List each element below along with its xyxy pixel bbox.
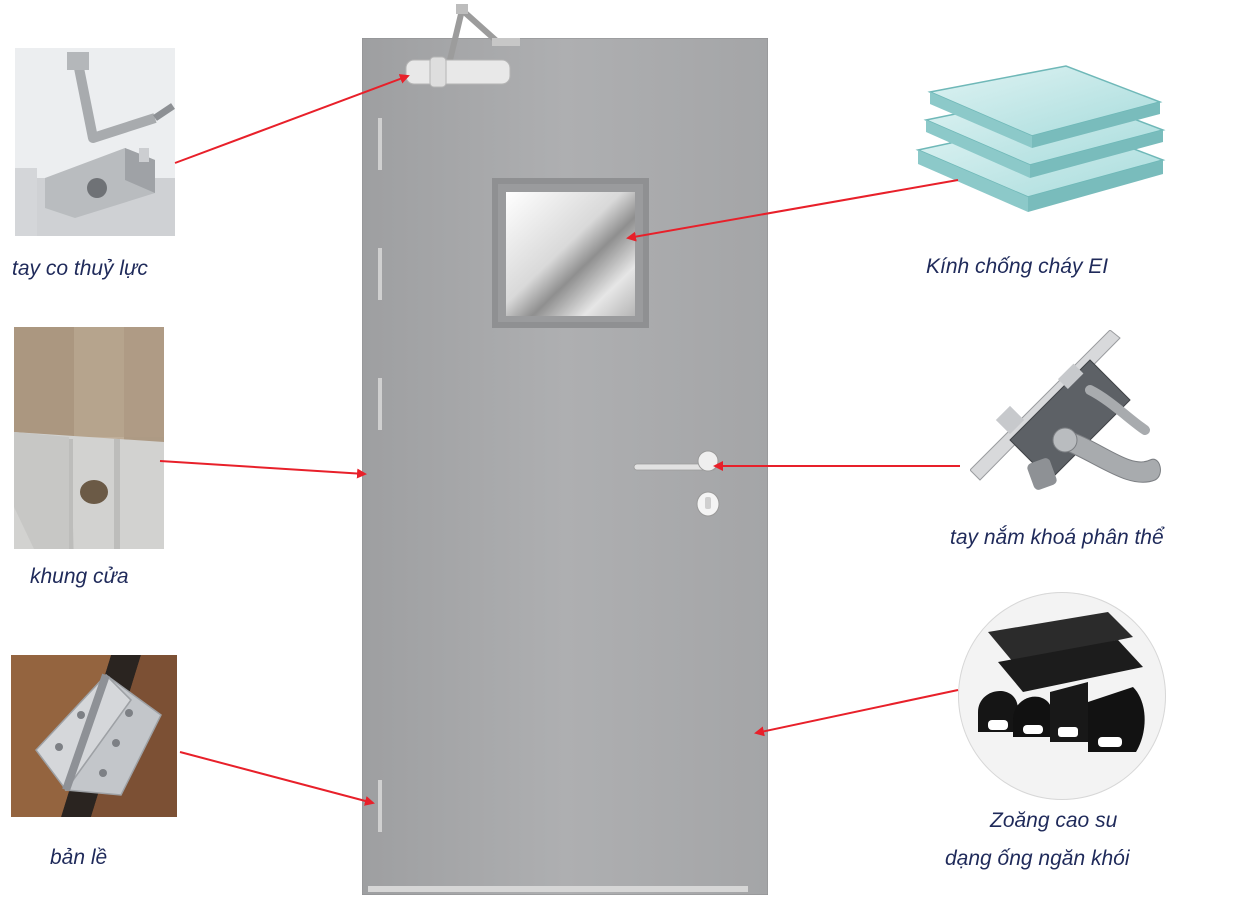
door-frame-image bbox=[14, 327, 164, 549]
door-closer-label: tay co thuỷ lực bbox=[12, 257, 148, 280]
door bbox=[362, 38, 768, 895]
arrow-door-frame bbox=[159, 460, 367, 479]
door-frame-label: khung cửa bbox=[30, 565, 129, 588]
lock-handle-label: tay nắm khoá phân thể bbox=[950, 526, 1164, 549]
door-closer-image bbox=[15, 48, 175, 236]
arrow-hinge bbox=[179, 751, 375, 806]
gasket-label-line2: dạng ống ngăn khói bbox=[945, 847, 1130, 870]
hinge-image bbox=[11, 655, 177, 817]
lock-handle-image bbox=[970, 330, 1175, 502]
arrow-gasket bbox=[754, 689, 959, 737]
fire-glass-image bbox=[908, 62, 1170, 230]
door-closer-on-door bbox=[400, 2, 525, 92]
gasket-label-line1: Zoăng cao su bbox=[990, 809, 1118, 832]
fire-glass-label: Kính chống cháy EI bbox=[926, 255, 1109, 278]
gasket-image bbox=[958, 592, 1166, 800]
hinge-label: bản lề bbox=[50, 846, 108, 869]
